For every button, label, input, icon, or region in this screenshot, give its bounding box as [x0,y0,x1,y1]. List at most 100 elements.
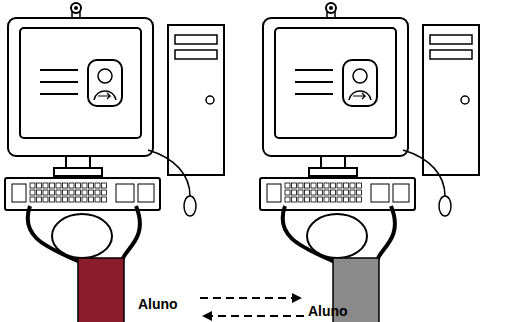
avatar-body [94,91,116,100]
computer-tower [423,25,479,175]
key-block [12,184,26,202]
key [76,183,81,188]
key-block [138,184,154,202]
key [76,190,81,195]
key-block [267,184,281,202]
key [43,197,48,202]
monitor-screen [275,28,396,138]
key [285,183,290,188]
key [357,183,362,188]
key-block [393,184,409,202]
webcam [71,3,81,13]
key [50,190,55,195]
drive-bay [430,35,472,44]
dashed-line [211,315,304,317]
key [69,190,74,195]
monitor-screen [20,28,141,138]
arrowhead [202,311,212,321]
key [350,197,355,202]
key [292,190,297,195]
key [292,183,297,188]
key [305,190,310,195]
key [30,183,35,188]
webcam [326,3,336,13]
webcam-lens [329,6,333,10]
key [102,197,107,202]
mouse [439,196,451,216]
monitor-base [309,168,357,176]
key [350,190,355,195]
avatar-head [98,69,112,83]
key [324,190,329,195]
key [305,183,310,188]
key [30,197,35,202]
key [311,197,316,202]
key [63,197,68,202]
key [43,190,48,195]
power-button [461,96,469,104]
key [76,197,81,202]
text-line [40,81,78,83]
key [292,197,297,202]
key [95,197,100,202]
avatar-arrow [98,93,110,99]
key [357,190,362,195]
avatar-head [353,69,367,83]
computer-tower [168,25,224,175]
text-line [40,93,78,95]
dashed-line [200,297,293,299]
key [324,197,329,202]
student-body [78,258,124,322]
key [37,190,42,195]
dashed-arrow [202,311,304,321]
key [318,183,323,188]
key-block [116,184,134,202]
key [331,197,336,202]
key [50,183,55,188]
key [357,197,362,202]
key [337,190,342,195]
key [56,197,61,202]
key [344,183,349,188]
keyboard [5,178,160,210]
key [56,190,61,195]
student-head [52,214,112,258]
key [37,197,42,202]
dashed-arrow [200,293,302,303]
keyboard [260,178,415,210]
key [50,197,55,202]
key [305,197,310,202]
key-block [371,184,389,202]
webcam-lens [74,6,78,10]
key [298,183,303,188]
key [344,190,349,195]
key [350,183,355,188]
key [285,190,290,195]
key [344,197,349,202]
text-line [295,81,333,83]
monitor-base [54,168,102,176]
key [102,183,107,188]
workstation [260,3,479,322]
avatar-arrow [353,93,365,99]
avatar-icon [88,60,122,106]
key [82,197,87,202]
key [95,190,100,195]
key [89,197,94,202]
key [56,183,61,188]
key [95,183,100,188]
key [89,190,94,195]
monitor-frame [8,18,153,156]
mouse [184,196,196,216]
key [331,190,336,195]
key [63,190,68,195]
arm [377,206,395,262]
node-text: Aluno [138,296,178,312]
key [337,197,342,202]
key [37,183,42,188]
avatar-body [349,91,371,100]
drive-bay [430,50,472,59]
drive-bay [175,50,217,59]
key [337,183,342,188]
